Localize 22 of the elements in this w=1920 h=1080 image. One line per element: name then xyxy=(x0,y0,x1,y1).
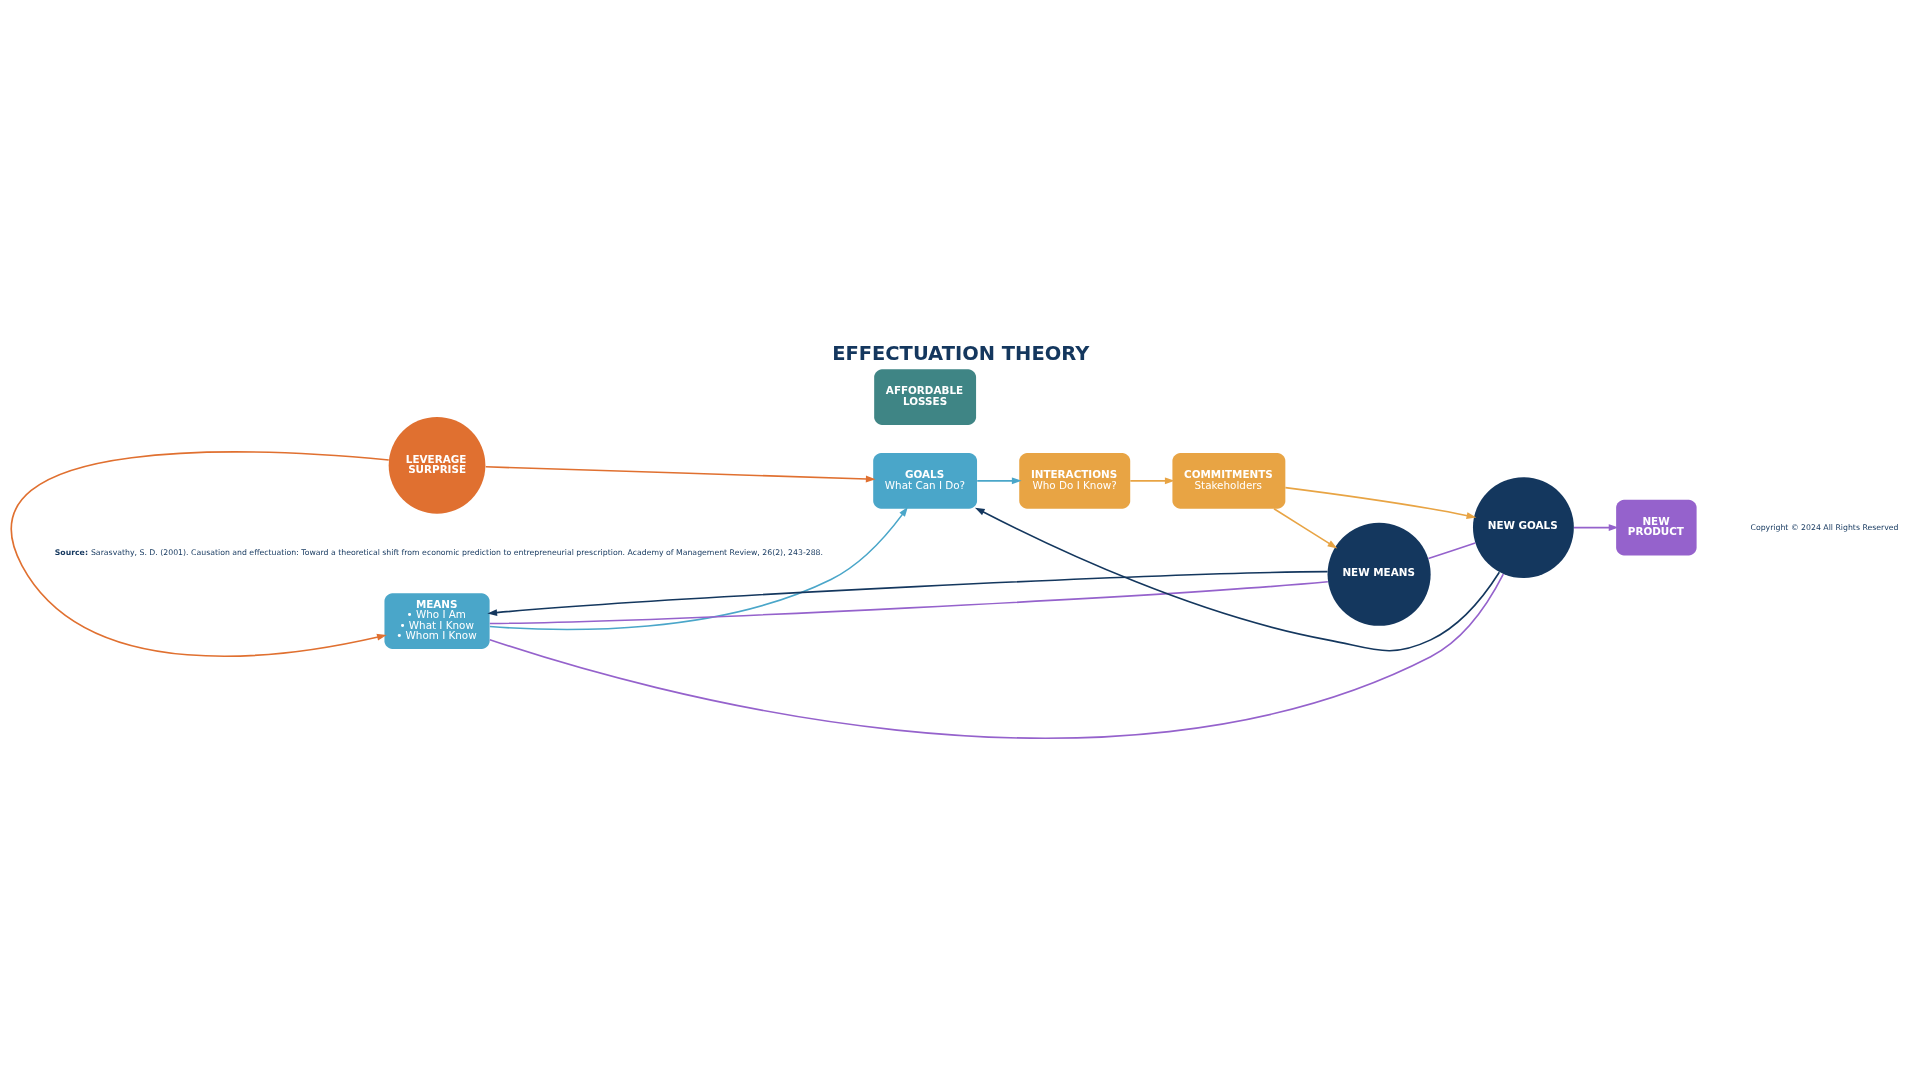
node-box: NEW PRODUCT xyxy=(1616,499,1697,555)
arrow xyxy=(489,506,908,630)
arrow xyxy=(487,570,1329,616)
node-box: COMMITMENTS Stakeholders xyxy=(1172,452,1286,509)
connector xyxy=(488,580,1329,624)
node-circle: LEVERAGE SURPRISE xyxy=(388,416,486,514)
diagram-title: EFFECTUATION THEORY xyxy=(832,341,1090,365)
arrow xyxy=(1284,486,1477,519)
node-circle: NEW GOALS xyxy=(1472,476,1574,578)
arrow xyxy=(1273,507,1338,548)
connector xyxy=(488,572,1505,739)
node-box: AFFORDABLE LOSSES xyxy=(874,368,977,425)
connector xyxy=(1427,541,1477,559)
node-box: GOALS What Can I Do? xyxy=(873,452,978,509)
arrow xyxy=(1573,523,1619,531)
node-box: INTERACTIONS Who Do I Know? xyxy=(1019,452,1131,509)
arrow xyxy=(1129,476,1175,484)
arrow xyxy=(974,507,1501,652)
arrow xyxy=(10,450,390,657)
node-box: MEANS • Who I Am • What I Know • Whom I Know xyxy=(384,592,490,649)
arrow xyxy=(976,476,1022,484)
arrow xyxy=(484,465,876,482)
